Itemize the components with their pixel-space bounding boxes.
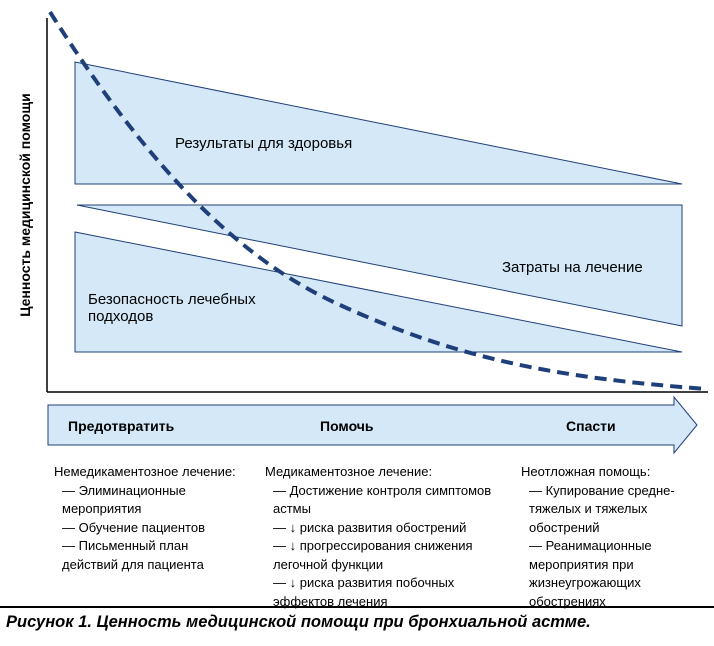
continuum-arrow — [47, 395, 698, 455]
list-item: — Письменный план действий для пациента — [62, 538, 204, 572]
list-item: — Обучение пациентов — [62, 519, 205, 535]
list-item: — Реанимационные мероприятия при жизнеуг… — [529, 538, 652, 609]
column-drug: Медикаментозное лечение: — Достижение ко… — [265, 463, 505, 611]
list-item: — Элиминационные мероприятия — [62, 482, 186, 517]
band-health-outcomes — [74, 61, 683, 185]
column-heading: Немедикаментозное лечение: — [54, 464, 236, 479]
list-item: — Купирование средне-тяжелых и тяжелых о… — [529, 482, 675, 535]
list-item: — ↓ риска развития побочных эффектов леч… — [273, 575, 455, 609]
y-axis-label: Ценность медицинской помощи — [17, 93, 33, 317]
column-heading: Неотложная помощь: — [521, 464, 651, 479]
arrow-label-save: Спасти — [566, 418, 616, 434]
list-item: — Достижение контроля симптомов астмы — [273, 482, 492, 517]
band-safety-label-line1: Безопасность лечебных — [88, 291, 256, 308]
column-heading: Медикаментозное лечение: — [265, 464, 433, 479]
column-emergency: Неотложная помощь: — Купирование средне-… — [521, 463, 701, 611]
band-cost-label: Затраты на лечение — [502, 259, 643, 276]
figure-caption: Рисунок 1. Ценность медицинской помощи п… — [6, 613, 591, 631]
band-safety-label-line2: подходов — [88, 308, 153, 325]
caption-divider — [0, 606, 714, 608]
band-health-label: Результаты для здоровья — [175, 135, 352, 152]
list-item: — ↓ прогрессирования снижения легочной ф… — [273, 538, 473, 572]
arrow-label-help: Помочь — [320, 418, 374, 434]
arrow-label-prevent: Предотвратить — [68, 418, 175, 434]
value-curve — [48, 10, 707, 391]
list-item: — ↓ риска развития обострений — [273, 519, 467, 535]
band-treatment-safety — [74, 231, 683, 353]
column-non-drug: Немедикаментозное лечение: — Элиминацион… — [54, 463, 244, 574]
band-treatment-costs — [76, 204, 683, 327]
